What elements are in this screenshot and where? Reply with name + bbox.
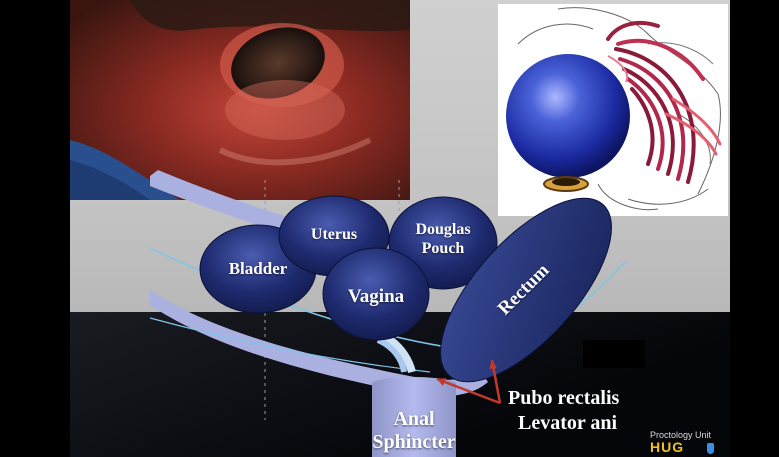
label-pubo-rectalis: Pubo rectalis	[508, 385, 619, 411]
label-vagina: Vagina	[336, 286, 416, 308]
label-douglas-pouch: Douglas Pouch	[403, 220, 483, 258]
proctology-unit-logo: Proctology Unit HUG	[650, 430, 720, 456]
logo-name: HUG	[650, 439, 684, 455]
label-bladder: Bladder	[218, 259, 298, 279]
redaction-box	[583, 340, 645, 368]
drop-icon	[707, 443, 714, 454]
label-anal-sphincter: Anal Sphincter	[366, 408, 462, 454]
label-levator-ani: Levator ani	[518, 410, 617, 436]
label-uterus: Uterus	[294, 226, 374, 244]
